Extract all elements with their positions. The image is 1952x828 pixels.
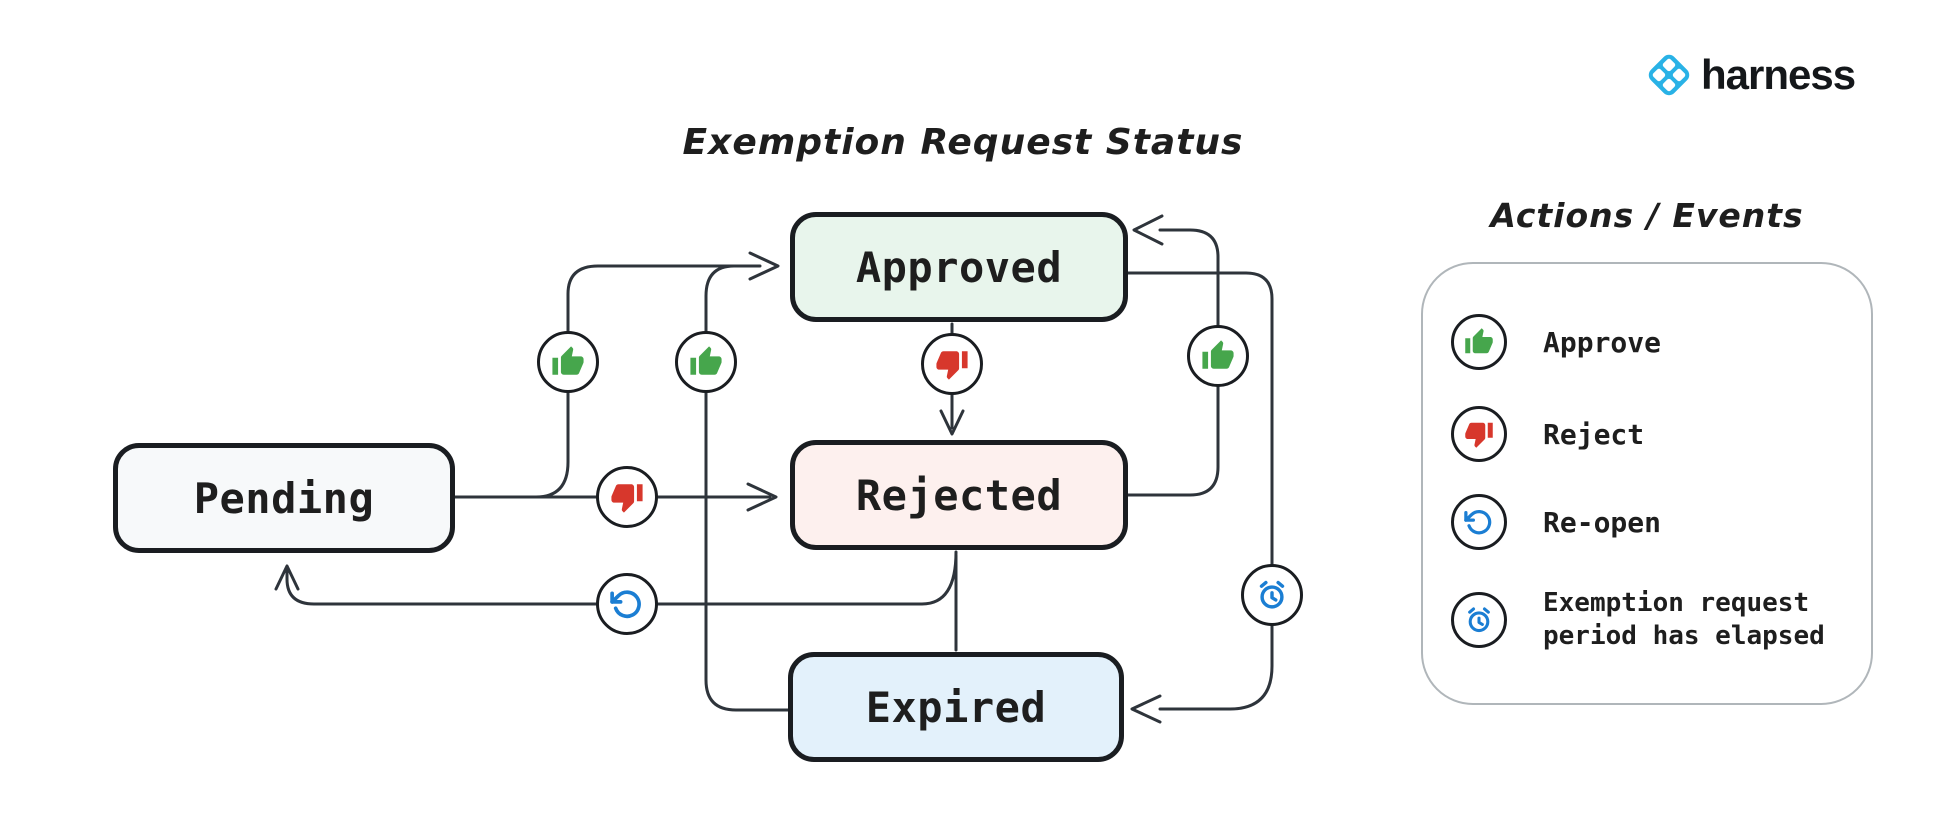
arrowhead-into-rejected-top [939, 409, 965, 436]
badge-elapsed-approved-expired [1241, 564, 1303, 626]
state-expired: Expired [788, 652, 1124, 762]
thumb-down-icon [1451, 406, 1507, 462]
arrowhead-into-approved-right [1132, 214, 1164, 246]
badge-reject-pending-rejected [596, 466, 658, 528]
state-rejected-label: Rejected [855, 470, 1063, 520]
arrowhead-into-approved-left [748, 251, 780, 281]
legend-label-elapsed: Exemption request period has elapsed [1543, 588, 1825, 652]
legend-item-approve: Approve [1451, 314, 1851, 370]
arrowhead-into-rejected-left [746, 482, 778, 512]
badge-reject-approved-rejected [921, 333, 983, 395]
legend-item-reopen: Re-open [1451, 494, 1851, 550]
alarm-icon [1451, 592, 1507, 649]
legend-item-elapsed: Exemption request period has elapsed [1451, 587, 1851, 654]
badge-approve-expired-approved [675, 331, 737, 393]
state-expired-label: Expired [865, 682, 1047, 732]
legend-title: Actions / Events [1490, 196, 1804, 235]
thumb-down-icon [936, 351, 968, 380]
reopen-icon [1451, 494, 1507, 550]
brand-logo: harness [1642, 48, 1856, 102]
badge-reopen-rejected-pending [596, 573, 658, 635]
harness-diamond-icon [1648, 54, 1690, 96]
state-pending-label: Pending [193, 473, 375, 523]
thumb-down-icon [611, 484, 643, 513]
legend-item-reject: Reject [1451, 406, 1851, 462]
legend-box: Approve Reject Re-open [1421, 262, 1873, 705]
arrowhead-into-pending-bottom [274, 564, 300, 591]
edge-approved-expired [1124, 271, 1274, 711]
state-approved-label: Approved [855, 242, 1063, 292]
thumb-up-icon [690, 346, 722, 375]
reopen-icon [610, 590, 641, 619]
legend-label-approve: Approve [1543, 325, 1662, 359]
thumb-up-icon [1451, 314, 1507, 370]
badge-approve-rejected-approved [1187, 325, 1249, 387]
brand-name: harness [1701, 51, 1856, 98]
legend-label-reject: Reject [1543, 417, 1645, 451]
thumb-up-icon [1202, 340, 1234, 369]
edge-expired-approved [704, 264, 792, 712]
badge-approve-pending-approved [537, 331, 599, 393]
state-rejected: Rejected [790, 440, 1128, 550]
state-pending: Pending [113, 443, 455, 553]
diagram-title: Exemption Request Status [682, 122, 1244, 163]
alarm-icon [1259, 580, 1285, 609]
arrowhead-into-expired-right [1130, 694, 1162, 724]
legend-label-reopen: Re-open [1543, 505, 1662, 539]
thumb-up-icon [552, 346, 584, 375]
state-approved: Approved [790, 212, 1128, 322]
